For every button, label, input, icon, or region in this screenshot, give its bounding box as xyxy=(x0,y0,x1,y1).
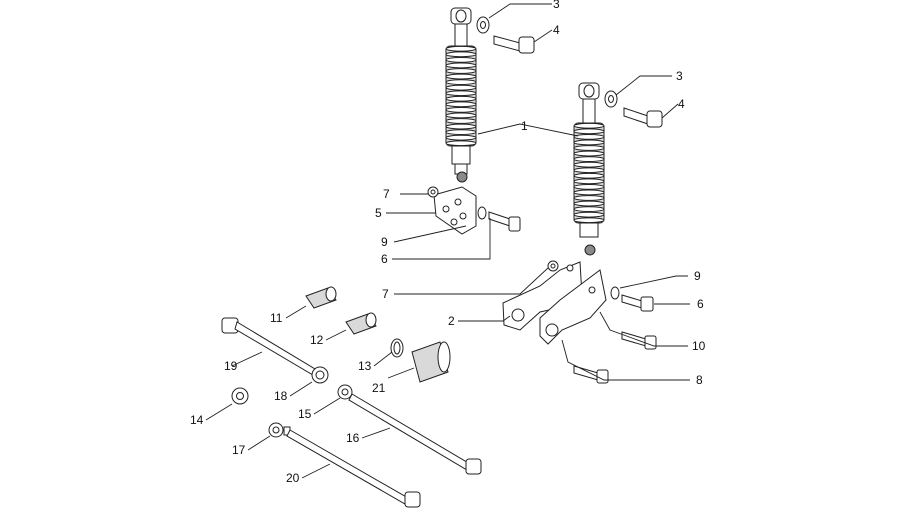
spring-coil xyxy=(445,51,477,58)
spring-coil xyxy=(573,211,605,218)
spring-coil xyxy=(573,150,605,157)
spring-coil xyxy=(445,73,477,80)
right-upper-washer xyxy=(604,90,618,108)
callout-12: 12 xyxy=(310,333,324,347)
spring-coil xyxy=(573,172,605,179)
callout-9b: 9 xyxy=(694,269,701,283)
long-bolt-20 xyxy=(286,429,421,508)
spring-coil xyxy=(445,56,477,63)
left-shock-absorber xyxy=(445,7,477,183)
spring-coil xyxy=(573,183,605,190)
callout-11: 11 xyxy=(270,311,283,325)
right-lower-washer xyxy=(610,286,620,300)
spring-coil xyxy=(573,195,605,201)
bushing-12 xyxy=(345,312,377,335)
nut-15 xyxy=(337,384,353,400)
spring-coil xyxy=(573,200,605,207)
callout-14: 14 xyxy=(190,413,204,427)
left-lower-bolt xyxy=(488,211,521,232)
long-bolt-16 xyxy=(348,393,482,475)
spring-coil xyxy=(573,128,605,135)
spring-coil xyxy=(445,134,477,141)
spring-coil xyxy=(573,206,605,213)
callout-16: 16 xyxy=(346,431,360,445)
callout-15: 15 xyxy=(298,407,312,421)
spring-coil xyxy=(573,178,605,185)
spring-coil xyxy=(445,112,477,119)
callout-labels: 3 4 3 4 1 7 5 9 6 7 9 6 2 10 8 11 12 13 … xyxy=(190,0,706,485)
right-nut xyxy=(547,260,559,272)
spring-coil xyxy=(445,101,477,108)
callout-3a: 3 xyxy=(553,0,560,11)
callout-5: 5 xyxy=(375,206,382,220)
left-lower-washer xyxy=(477,206,487,220)
spring-coil xyxy=(573,145,605,151)
left-upper-washer xyxy=(476,16,490,34)
nut-18 xyxy=(311,366,329,384)
spring-coil xyxy=(573,217,605,224)
spring-coil xyxy=(445,45,477,52)
right-lower-bolt xyxy=(621,294,654,312)
callout-leaders xyxy=(205,3,690,479)
left-upper-bolt xyxy=(493,35,535,54)
spring-coil xyxy=(573,133,605,140)
spacer-21 xyxy=(411,341,451,383)
spring-coil xyxy=(445,140,477,147)
callout-3b: 3 xyxy=(676,69,683,83)
spring-coil xyxy=(573,161,605,168)
callout-10: 10 xyxy=(692,339,706,353)
spring-coil xyxy=(445,79,477,86)
callout-17: 17 xyxy=(232,443,246,457)
spring-coil xyxy=(573,139,605,146)
callout-6b: 6 xyxy=(697,297,704,311)
bolt-8 xyxy=(573,365,609,384)
spring-coil xyxy=(573,156,605,163)
callout-4a: 4 xyxy=(553,23,560,37)
ring-13 xyxy=(390,338,404,358)
callout-7b: 7 xyxy=(382,287,389,301)
callout-21: 21 xyxy=(372,381,386,395)
callout-1: 1 xyxy=(521,119,528,133)
spring-coil xyxy=(573,122,605,129)
right-bracket xyxy=(502,261,607,345)
spring-coil xyxy=(445,106,477,113)
callout-20: 20 xyxy=(286,471,300,485)
spring-coil xyxy=(445,90,477,97)
callout-4b: 4 xyxy=(678,97,685,111)
spring-coil xyxy=(445,62,477,69)
callout-19: 19 xyxy=(224,359,238,373)
left-bracket-plate xyxy=(433,186,477,235)
callout-9a: 9 xyxy=(381,235,388,249)
bushing-11 xyxy=(305,286,337,309)
callout-13: 13 xyxy=(358,359,372,373)
callout-2: 2 xyxy=(448,314,455,328)
spring-coil xyxy=(445,118,477,124)
spring-coil xyxy=(445,68,477,74)
right-shock-absorber xyxy=(573,82,605,256)
nut-17 xyxy=(268,422,291,438)
nut-14 xyxy=(231,387,249,405)
spring-coil xyxy=(445,123,477,130)
spring-coil xyxy=(573,189,605,196)
callout-7a: 7 xyxy=(383,187,390,201)
right-upper-bolt xyxy=(623,107,663,128)
spring-coil xyxy=(573,167,605,174)
callout-6a: 6 xyxy=(381,252,388,266)
spring-coil xyxy=(445,95,477,102)
callout-8: 8 xyxy=(696,373,703,387)
callout-18: 18 xyxy=(274,389,288,403)
left-nut xyxy=(427,186,439,198)
spring-coil xyxy=(445,129,477,136)
spring-coil xyxy=(445,84,477,91)
